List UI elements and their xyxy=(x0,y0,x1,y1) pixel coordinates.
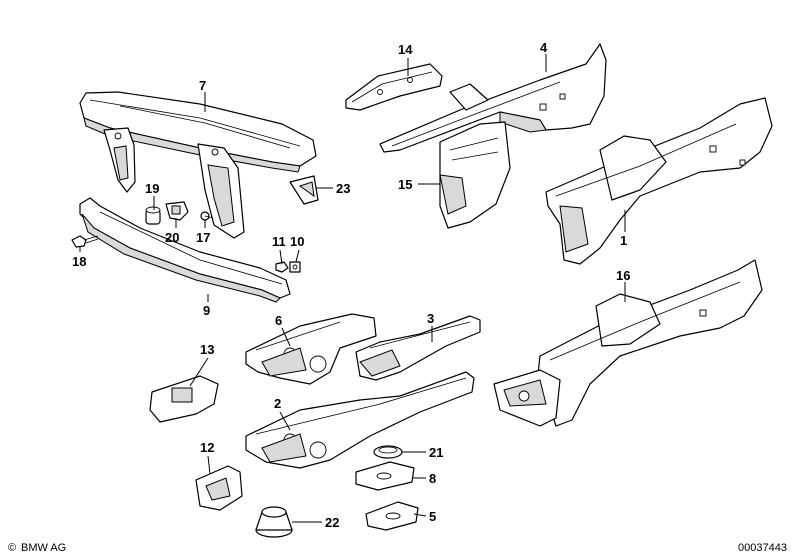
callout-16: 16 xyxy=(616,268,630,283)
part-15-wheel-arch-inner xyxy=(439,121,511,229)
part-1-side-member xyxy=(545,97,773,265)
diagram-number: 00037443 xyxy=(738,542,787,554)
part-19-bushing xyxy=(145,206,161,225)
brand-text: BMW AG xyxy=(21,542,66,554)
part-11-screw xyxy=(275,261,289,273)
callout-13: 13 xyxy=(200,342,214,357)
callout-1: 1 xyxy=(620,233,627,248)
callout-4: 4 xyxy=(540,40,548,55)
callout-21: 21 xyxy=(429,445,443,460)
callout-7: 7 xyxy=(199,78,206,93)
part-16-side-member-assembly xyxy=(493,259,763,427)
callout-22: 22 xyxy=(325,515,339,530)
part-7-front-carrier xyxy=(79,91,317,239)
callout-19: 19 xyxy=(145,181,159,196)
callout-17: 17 xyxy=(196,230,210,245)
callout-3: 3 xyxy=(427,311,434,326)
callout-12: 12 xyxy=(200,440,214,455)
callout-18: 18 xyxy=(72,254,86,269)
part-8-plate xyxy=(355,461,415,491)
callout-20: 20 xyxy=(165,230,179,245)
callout-14: 14 xyxy=(398,42,413,57)
part-10-nut xyxy=(289,261,301,273)
part-3-rear-extension xyxy=(355,315,481,381)
part-13-bracket xyxy=(149,375,219,423)
part-4-upper-member xyxy=(379,43,607,153)
callout-9: 9 xyxy=(203,303,210,318)
part-6-frame-section xyxy=(245,313,377,385)
part-12-bracket xyxy=(195,465,243,511)
callout-2: 2 xyxy=(274,396,281,411)
part-22-rubber-buffer xyxy=(255,506,293,538)
callout-15: 15 xyxy=(398,177,412,192)
part-23-pad xyxy=(289,175,319,205)
copyright-symbol: © xyxy=(8,542,16,554)
leader-lines xyxy=(79,54,626,523)
part-20-clip xyxy=(165,201,189,221)
callout-8: 8 xyxy=(429,471,436,486)
callout-6: 6 xyxy=(275,313,282,328)
part-21-plug xyxy=(373,445,403,459)
part-18-screw xyxy=(71,235,99,248)
callout-11: 11 xyxy=(272,234,286,249)
part-14-reinforcement xyxy=(345,63,443,111)
callout-10: 10 xyxy=(290,234,304,249)
footer: © BMW AG 00037443 xyxy=(8,542,787,554)
part-5-plate xyxy=(365,501,419,531)
callout-23: 23 xyxy=(336,181,350,196)
part-2-lower-frame xyxy=(245,371,475,469)
part-9-lower-carrier xyxy=(79,197,291,303)
callout-5: 5 xyxy=(429,509,436,524)
callout-labels: 7 14 4 15 23 1 16 19 20 17 18 11 10 9 6 … xyxy=(72,40,630,530)
